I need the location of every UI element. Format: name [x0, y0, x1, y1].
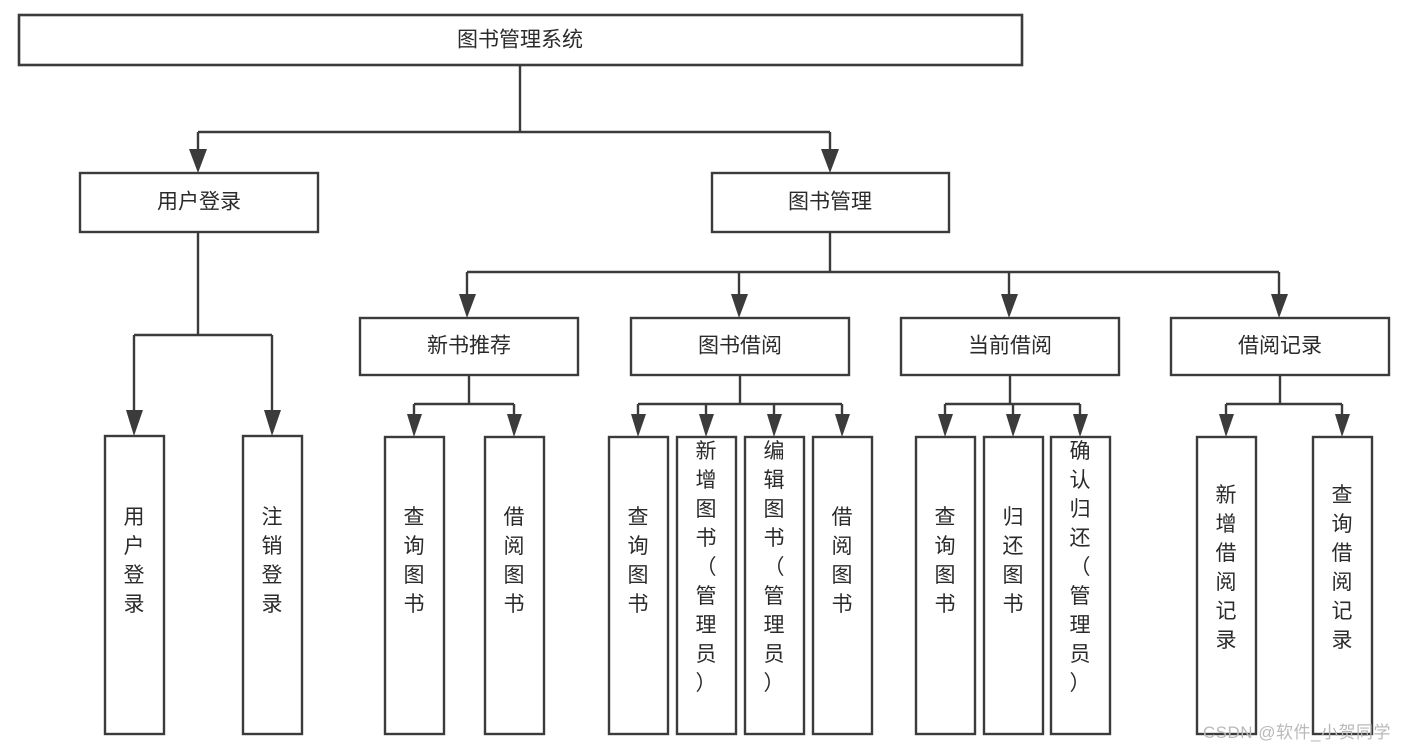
leaf-bb-borrow-book-box[interactable] — [811, 435, 874, 736]
leaf-logout-label: 注销登录 — [262, 506, 283, 616]
arrowhead-leaf-logout — [264, 410, 281, 436]
leaf-cb-return-book-label: 归还图书 — [1003, 506, 1024, 616]
leaf-bb-borrow-book-label: 借阅图书 — [832, 506, 853, 616]
leaf-cb-confirm-return-label: 确认归还（管理员） — [1070, 440, 1091, 695]
node-root[interactable]: 图书管理系统 — [17, 13, 1024, 67]
leaf-bb-add-book-box[interactable] — [675, 435, 738, 736]
arrowhead-bb-leaf-2 — [699, 414, 714, 437]
leaf-user-login-label: 用户登录 — [124, 506, 145, 616]
leaf-node[interactable]: 借阅图书 — [811, 435, 874, 736]
arrowhead-book-borrow — [731, 294, 748, 318]
leaf-node[interactable]: 查询图书 — [383, 435, 446, 736]
leaf-logout-box[interactable] — [241, 434, 304, 736]
node-root-label: 图书管理系统 — [457, 29, 583, 52]
arrowhead-bb-leaf-4 — [835, 414, 850, 437]
leaf-cb-return-book-box[interactable] — [982, 435, 1045, 736]
node-current-borrow[interactable]: 当前借阅 — [899, 316, 1121, 377]
csdn-watermark: CSDN @软件_小贺同学 — [1202, 723, 1391, 742]
node-borrow-record-label: 借阅记录 — [1238, 335, 1322, 358]
leaf-node[interactable]: 查询图书 — [914, 435, 977, 736]
arrowhead-nb-leaf-2 — [507, 414, 522, 437]
leaf-br-query-record-label: 查询借阅记录 — [1332, 484, 1353, 652]
leaf-node[interactable]: 新增借阅记录 — [1195, 435, 1258, 736]
leaf-br-add-record-box[interactable] — [1195, 435, 1258, 736]
leaf-node[interactable]: 用户登录 — [103, 434, 166, 736]
leaf-cb-confirm-return-box[interactable] — [1049, 435, 1112, 736]
node-book-borrow-label: 图书借阅 — [698, 335, 782, 358]
leaf-br-query-record-box[interactable] — [1311, 435, 1374, 736]
leaf-node[interactable]: 注销登录 — [241, 434, 304, 736]
leaf-bb-edit-book-box[interactable] — [743, 435, 806, 736]
node-current-borrow-label: 当前借阅 — [968, 335, 1052, 358]
leaf-cb-query-book-box[interactable] — [914, 435, 977, 736]
arrowhead-cb-leaf-3 — [1073, 414, 1088, 437]
arrowhead-bb-leaf-1 — [631, 414, 646, 437]
leaf-node[interactable]: 确认归还（管理员） — [1049, 435, 1112, 736]
arrowhead-current-borrow — [1001, 294, 1018, 318]
arrowhead-br-leaf-1 — [1219, 414, 1234, 437]
leaf-bb-query-book-label: 查询图书 — [628, 506, 649, 616]
leaf-node[interactable]: 查询借阅记录 — [1311, 435, 1374, 736]
leaf-nb-borrow-book-box[interactable] — [483, 435, 546, 736]
node-user-login[interactable]: 用户登录 — [78, 171, 320, 234]
connector-group-bookmanage-to-level2 — [459, 232, 1288, 318]
arrowhead-br-leaf-2 — [1335, 414, 1350, 437]
connector-group-newbook-to-leaves — [407, 375, 522, 437]
node-book-management[interactable]: 图书管理 — [710, 171, 951, 234]
connector-group-bookborrow-to-leaves — [631, 375, 850, 437]
leaf-bb-add-book-label: 新增图书（管理员） — [696, 440, 717, 695]
leaf-bb-edit-book-label: 编辑图书（管理员） — [764, 440, 785, 695]
leaf-node[interactable]: 借阅图书 — [483, 435, 546, 736]
leaf-br-add-record-label: 新增借阅记录 — [1216, 484, 1237, 652]
node-new-book-recommend-box[interactable] — [358, 316, 580, 377]
node-root-box[interactable] — [17, 13, 1024, 67]
node-user-login-box[interactable] — [78, 171, 320, 234]
connector-group-root-to-level1 — [189, 65, 839, 173]
leaf-node[interactable]: 归还图书 — [982, 435, 1045, 736]
leaf-node[interactable]: 新增图书（管理员） — [675, 435, 738, 736]
arrowhead-borrow-record — [1271, 294, 1288, 318]
connector-group-borrowrecord-to-leaves — [1219, 375, 1350, 437]
arrowhead-new-book-rec — [459, 294, 476, 318]
arrowhead-bb-leaf-3 — [767, 414, 782, 437]
node-book-borrow-box[interactable] — [629, 316, 851, 377]
leaf-nb-query-book-box[interactable] — [383, 435, 446, 736]
arrowhead-book-manage — [821, 149, 839, 173]
leaf-user-login-box[interactable] — [103, 434, 166, 736]
node-borrow-record-box[interactable] — [1169, 316, 1391, 377]
leaf-node[interactable]: 查询图书 — [607, 435, 670, 736]
node-book-borrow[interactable]: 图书借阅 — [629, 316, 851, 377]
connector-group-userlogin-to-leaves — [126, 232, 281, 436]
connector-group-currentborrow-to-leaves — [938, 375, 1088, 437]
leaf-bb-query-book-box[interactable] — [607, 435, 670, 736]
node-book-management-label: 图书管理 — [788, 191, 872, 214]
arrowhead-leaf-user-login — [126, 410, 143, 436]
node-book-management-box[interactable] — [710, 171, 951, 234]
leaf-node[interactable]: 编辑图书（管理员） — [743, 435, 806, 736]
leaf-nb-query-book-label: 查询图书 — [404, 506, 425, 616]
node-new-book-recommend-label: 新书推荐 — [427, 335, 511, 358]
arrowhead-cb-leaf-2 — [1006, 414, 1021, 437]
leaf-nb-borrow-book-label: 借阅图书 — [504, 506, 525, 616]
arrowhead-nb-leaf-1 — [407, 414, 422, 437]
arrowhead-cb-leaf-1 — [938, 414, 953, 437]
arrowhead-user-login — [189, 149, 207, 173]
node-borrow-record[interactable]: 借阅记录 — [1169, 316, 1391, 377]
node-user-login-label: 用户登录 — [157, 191, 241, 214]
node-current-borrow-box[interactable] — [899, 316, 1121, 377]
node-new-book-recommend[interactable]: 新书推荐 — [358, 316, 580, 377]
leaf-cb-query-book-label: 查询图书 — [935, 506, 956, 616]
